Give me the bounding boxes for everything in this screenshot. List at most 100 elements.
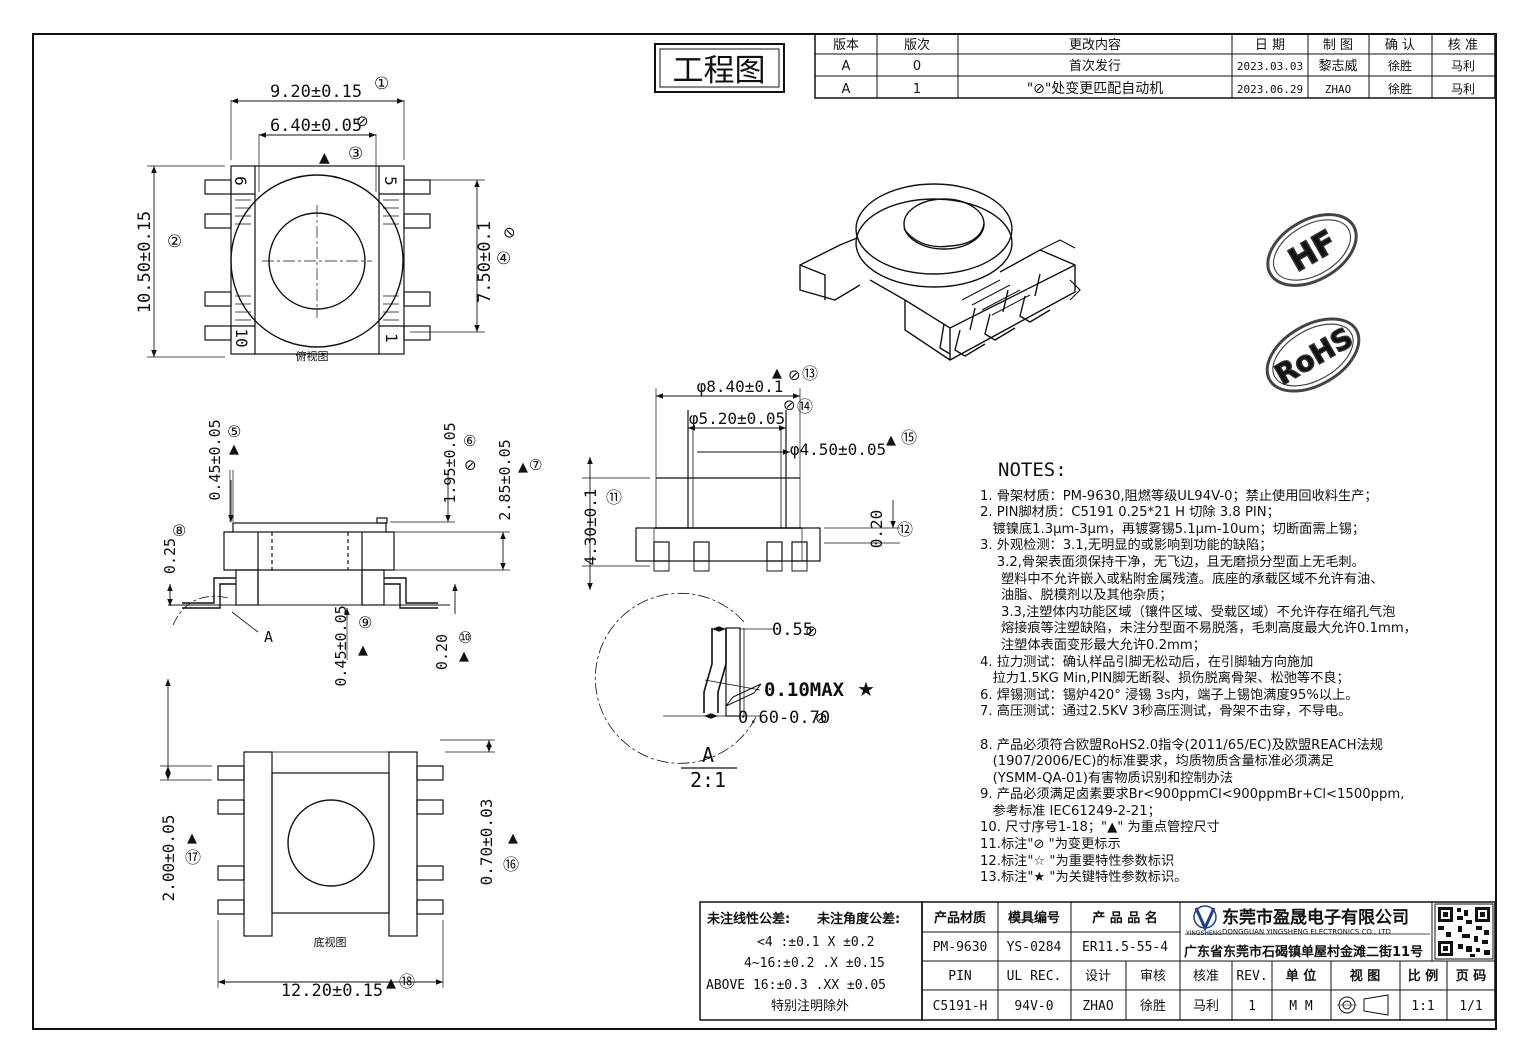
pin-label-10: 10	[232, 328, 251, 347]
important-mark-5: ▲	[229, 442, 239, 457]
front-view-text: 0.45±0.05 ⑤ ▲ 1.95±0.05 ⑥ ⊘ 2.85±0.05 ▲ …	[161, 419, 542, 686]
page-value: 1/1	[1459, 999, 1482, 1014]
callout-16: ⑯	[503, 855, 519, 874]
dim-11: 4.30±0.1	[581, 488, 600, 565]
callout-6: ⑥	[463, 432, 476, 450]
rev-row2-drawn: ZHAO	[1325, 83, 1352, 96]
mold-label: 模具编号	[1008, 910, 1060, 926]
bottom-view-label: 底视图	[314, 935, 347, 949]
important-mark-9: ▲	[358, 643, 368, 658]
changed-mark-13: ⊘	[788, 366, 801, 384]
company-name-cn: 东莞市盈晟电子有限公司	[1222, 907, 1409, 928]
page-label: 页 码	[1456, 969, 1487, 984]
changed-mark-14: ⊘	[783, 396, 796, 414]
callout-11: ⑪	[606, 488, 622, 507]
note-line: 参考标准 IEC61249-2-21；	[980, 803, 1161, 819]
side-section-view	[582, 388, 900, 590]
tolerance-row-1: <4 :±0.1 X ±0.2	[757, 935, 874, 950]
title-block-text: 产品材质 模具编号 产 品 品 名 PM-9630 YS-0284 ER11.5…	[933, 910, 1487, 1014]
callout-9: ⑨	[358, 613, 372, 632]
note-line: 油脂、脱模剂以及其他杂质；	[980, 588, 1173, 604]
dim-15: φ4.50±0.05	[790, 440, 886, 459]
bottom-view-bore	[287, 799, 375, 887]
note-line: 12.标注"☆ "为重要特性参数标识	[980, 853, 1175, 869]
pin-label-5: 5	[381, 176, 400, 186]
revision-table-text: 版本 版次 更改内容 日 期 制 图 确 认 核 准 A 0 首次发行 2023…	[833, 37, 1478, 97]
notes-block: NOTES: 1. 骨架材质：PM-9630,阻燃等级UL94V-0；禁止使用回…	[980, 461, 1505, 887]
bottom-view	[160, 679, 495, 988]
review-value: 徐胜	[1140, 999, 1166, 1014]
dim-7: 2.85±0.05	[496, 439, 514, 520]
tolerance-text: 未注线性公差: 未注角度公差: <4 :±0.1 X ±0.2 4~16:±0.…	[706, 911, 900, 1014]
note-line: 7. 高压测试：通过2.5KV 3秒高压测试，骨架不击穿，不导电。	[980, 704, 1352, 720]
callout-10: ⑩	[458, 628, 472, 647]
dim-14: φ5.20±0.05	[689, 409, 785, 428]
dim-6: 1.95±0.05	[441, 422, 459, 503]
top-view-flange	[230, 174, 404, 348]
rev-label: REV.	[1236, 969, 1267, 984]
title-badge-text: 工程图	[673, 53, 766, 89]
dim-detail-a: 0.55	[772, 620, 813, 640]
dim-10: 0.20	[433, 634, 451, 670]
ul-label: UL REC.	[1007, 969, 1062, 984]
ul-value: 94V-0	[1014, 999, 1053, 1014]
rev-row2-version: A	[842, 82, 851, 97]
dim-13: φ8.40±0.1	[697, 377, 784, 396]
note-line: 3. 外观检测：3.1,无明显的或影响到功能的缺陷；	[980, 538, 1273, 554]
callout-18: ⑱	[399, 972, 415, 991]
changed-mark-detail-a: ⊘	[805, 622, 818, 640]
projection-symbol-icon	[1337, 994, 1389, 1016]
note-line: (YSMM-QA-01)有害物质识别和控制办法	[980, 770, 1234, 786]
bottom-view-text: 2.00±0.05 ▲ ⑰ 0.70±0.03 ▲ ⑯ 12.20±0.15 ▲…	[159, 799, 519, 1001]
note-line: 8. 产品必须符合欧盟RoHS2.0指令(2011/65/EC)及欧盟REACH…	[980, 737, 1383, 753]
dim-16: 0.70±0.03	[477, 799, 496, 886]
detail-label: A	[702, 743, 714, 767]
qr-code-icon	[1434, 903, 1494, 960]
important-mark-18: ▲	[386, 976, 396, 991]
revision-table	[814, 33, 1496, 99]
rev-row1-content: 首次发行	[1069, 58, 1121, 74]
callout-7: ⑦	[529, 456, 542, 474]
material-value: PM-9630	[933, 940, 988, 955]
dim-detail-b: 0.60-0.70	[738, 708, 830, 728]
rev-row1-confirm: 徐胜	[1388, 58, 1412, 73]
product-value: ER11.5-55-4	[1082, 940, 1168, 955]
dim-detail-flatness: 0.10MAX	[764, 679, 845, 701]
detail-a-text: 0.55 ⊘ 0.10MAX ★ 0.60-0.70 ⊘ A 2:1	[690, 620, 875, 792]
unit-value: M M	[1289, 999, 1313, 1014]
rev-row1-approve: 马利	[1451, 59, 1475, 73]
detail-scale: 2:1	[690, 768, 726, 792]
rev-row2-content: "⊘"处变更匹配自动机	[1027, 81, 1164, 97]
front-view	[167, 470, 510, 660]
company-logo-icon: YINGSHENG	[1185, 905, 1222, 937]
rev-row2-date: 2023.06.29	[1237, 83, 1303, 96]
callout-12: ⑫	[897, 520, 913, 539]
review-label: 审核	[1140, 969, 1166, 984]
note-line	[980, 721, 1505, 738]
pin-label-1: 1	[382, 333, 401, 343]
unit-label: 单 位	[1286, 968, 1317, 984]
callout-17: ⑰	[185, 848, 201, 867]
side-section-text: φ8.40±0.1 ▲ ⊘ ⑬ φ5.20±0.05 ⊘ ⑭ φ4.50±0.0…	[581, 364, 917, 566]
rev-row1-version: A	[842, 59, 851, 74]
important-mark-13: ▲	[772, 366, 782, 381]
dim-18: 12.20±0.15	[281, 981, 383, 1001]
dim-4: 7.50±0.1	[475, 221, 495, 303]
rev-row2-edition: 1	[913, 82, 921, 97]
top-view-text: 9.20±0.15 ① 6.40±0.05 ⊘ ▲ ③ 10.50±0.15 ②…	[135, 74, 518, 363]
note-line: 注塑体表面变形最大允许0.2mm；	[980, 637, 1206, 653]
changed-mark-6: ⊘	[464, 456, 477, 474]
title-block	[921, 901, 1496, 1021]
rev-value: 1	[1248, 999, 1256, 1014]
title-badge: 工程图	[654, 43, 785, 93]
company-address: 广东省东莞市石碣镇单屋村金滩二街11号	[1184, 944, 1423, 960]
rev-row1-drawn: 黎志威	[1318, 59, 1357, 74]
changed-mark-4: ⊘	[500, 226, 518, 239]
rohs-logo-text: RoHS	[1269, 321, 1359, 392]
note-line: 熔接痕等注塑缺陷，未注分型面不易脱落，毛刺高度最大允许0.1mm，	[980, 621, 1417, 637]
hf-logo: HF	[1266, 213, 1358, 287]
note-line: 13.标注"★ "为关键特性参数标识。	[980, 870, 1188, 886]
note-line: 塑料中不允许嵌入或粘附金属残渣。底座的承载区域不允许有油、	[980, 571, 1384, 587]
note-line: 3.2,骨架表面须保持干净，无飞边，且无磨损分型面上无毛刺。	[980, 554, 1365, 570]
